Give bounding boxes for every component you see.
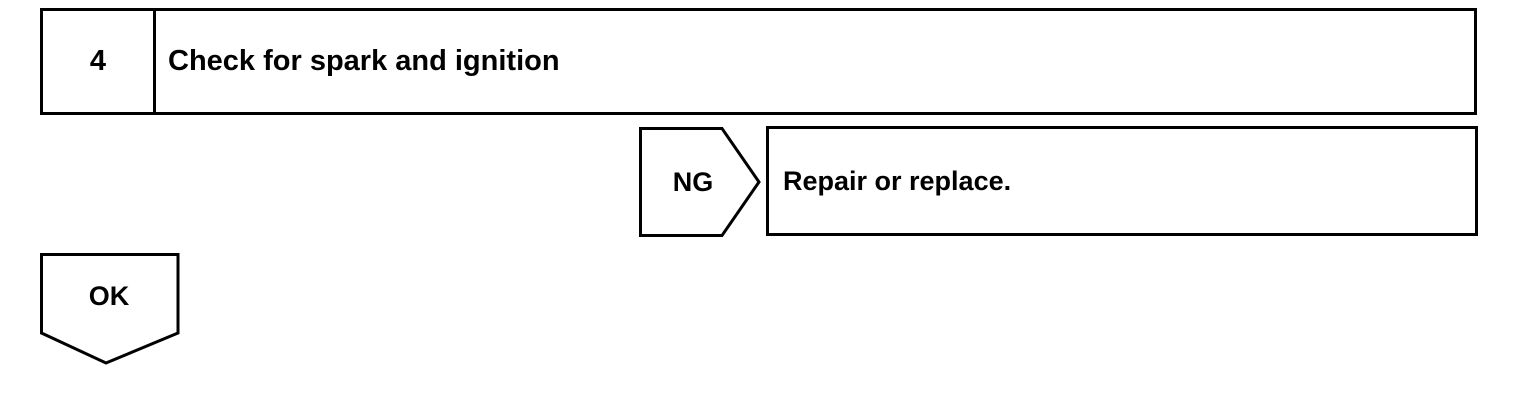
ng-label: NG — [672, 166, 714, 197]
step-box: 4 Check for spark and ignition — [40, 8, 1477, 115]
ok-arrow-shape — [40, 253, 180, 365]
step-number: 4 — [43, 11, 156, 112]
ng-result-box: Repair or replace. — [766, 126, 1478, 236]
ng-pentagon-shape — [639, 127, 761, 237]
step-title: Check for spark and ignition — [168, 45, 560, 77]
ok-label: OK — [88, 280, 130, 311]
